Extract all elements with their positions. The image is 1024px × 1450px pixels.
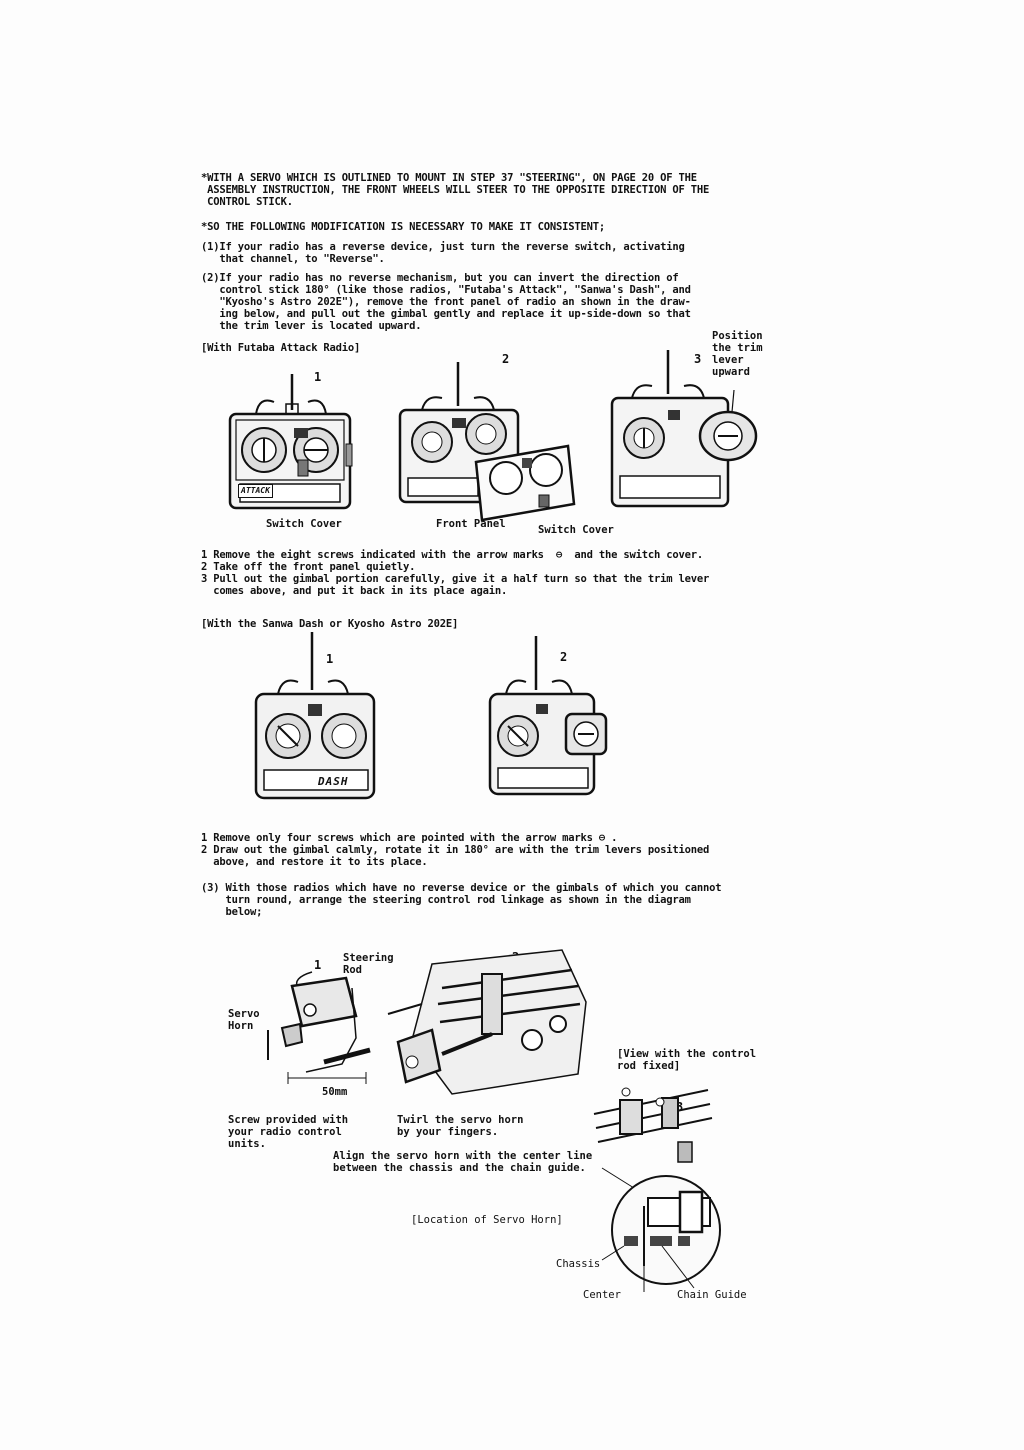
dimension-label: 50mm [322,1086,348,1098]
switch-cover-label-2: Switch Cover [538,524,614,536]
chassis-label: Chassis [556,1258,601,1270]
futaba-step-3-number: 3 [694,352,702,366]
futaba-radio-2-illustration [398,362,578,522]
steering-rod-label: Steering Rod [343,952,394,976]
sanwa-step-1-number: 1 [326,652,334,666]
warning-text: *WITH A SERVO WHICH IS OUTLINED TO MOUNT… [201,172,710,208]
front-panel-label: Front Panel [436,518,506,530]
linkage-step-1-number: 1 [314,958,322,972]
twirl-label: Twirl the servo horn by your fingers. [397,1114,524,1138]
align-label: Align the servo horn with the center lin… [333,1150,593,1174]
futaba-radio-3-illustration [610,350,760,512]
sanwa-heading: [With the Sanwa Dash or Kyosho Astro 202… [201,618,459,630]
sanwa-brand-label: DASH [318,775,349,788]
sanwa-step-2-number: 2 [560,650,568,664]
futaba-step-2-number: 2 [502,352,510,366]
item-1-text: (1)If your radio has a reverse device, j… [201,241,685,265]
sanwa-steps-text: 1 Remove only four screws which are poin… [201,832,710,868]
center-label: Center [583,1289,621,1301]
futaba-steps-text: 1 Remove the eight screws indicated with… [201,549,710,597]
item-3-text: (3) With those radios which have no reve… [201,882,722,918]
chain-guide-label: Chain Guide [677,1289,747,1301]
location-heading: [Location of Servo Horn] [411,1214,563,1226]
chassis-steering-2-illustration [382,944,592,1104]
futaba-step-1-number: 1 [314,370,322,384]
screw-label: Screw provided with your radio control u… [228,1114,349,1150]
switch-cover-label-1: Switch Cover [266,518,342,530]
servo-horn-label: Servo Horn [228,1008,260,1032]
linkage-step-3-number: 3 [676,1100,684,1114]
servo-horn-location-illustration [594,1168,734,1304]
switch-cover-part-icon [538,494,550,508]
sanwa-radio-1-illustration [254,632,378,802]
futaba-brand-label: ATTACK [238,484,273,498]
item-2-text: (2)If your radio has no reverse mechanis… [201,272,691,332]
modification-text: *SO THE FOLLOWING MODIFICATION IS NECESS… [201,221,606,233]
position-trim-label: Position the trim lever upward [712,330,763,378]
futaba-heading: [With Futaba Attack Radio] [201,342,361,354]
fixed-rod-view-3-illustration [590,1084,716,1174]
sanwa-radio-2-illustration [488,636,618,798]
view-fixed-label: [View with the control rod fixed] [617,1048,757,1072]
servo-linkage-1-illustration [252,968,382,1098]
